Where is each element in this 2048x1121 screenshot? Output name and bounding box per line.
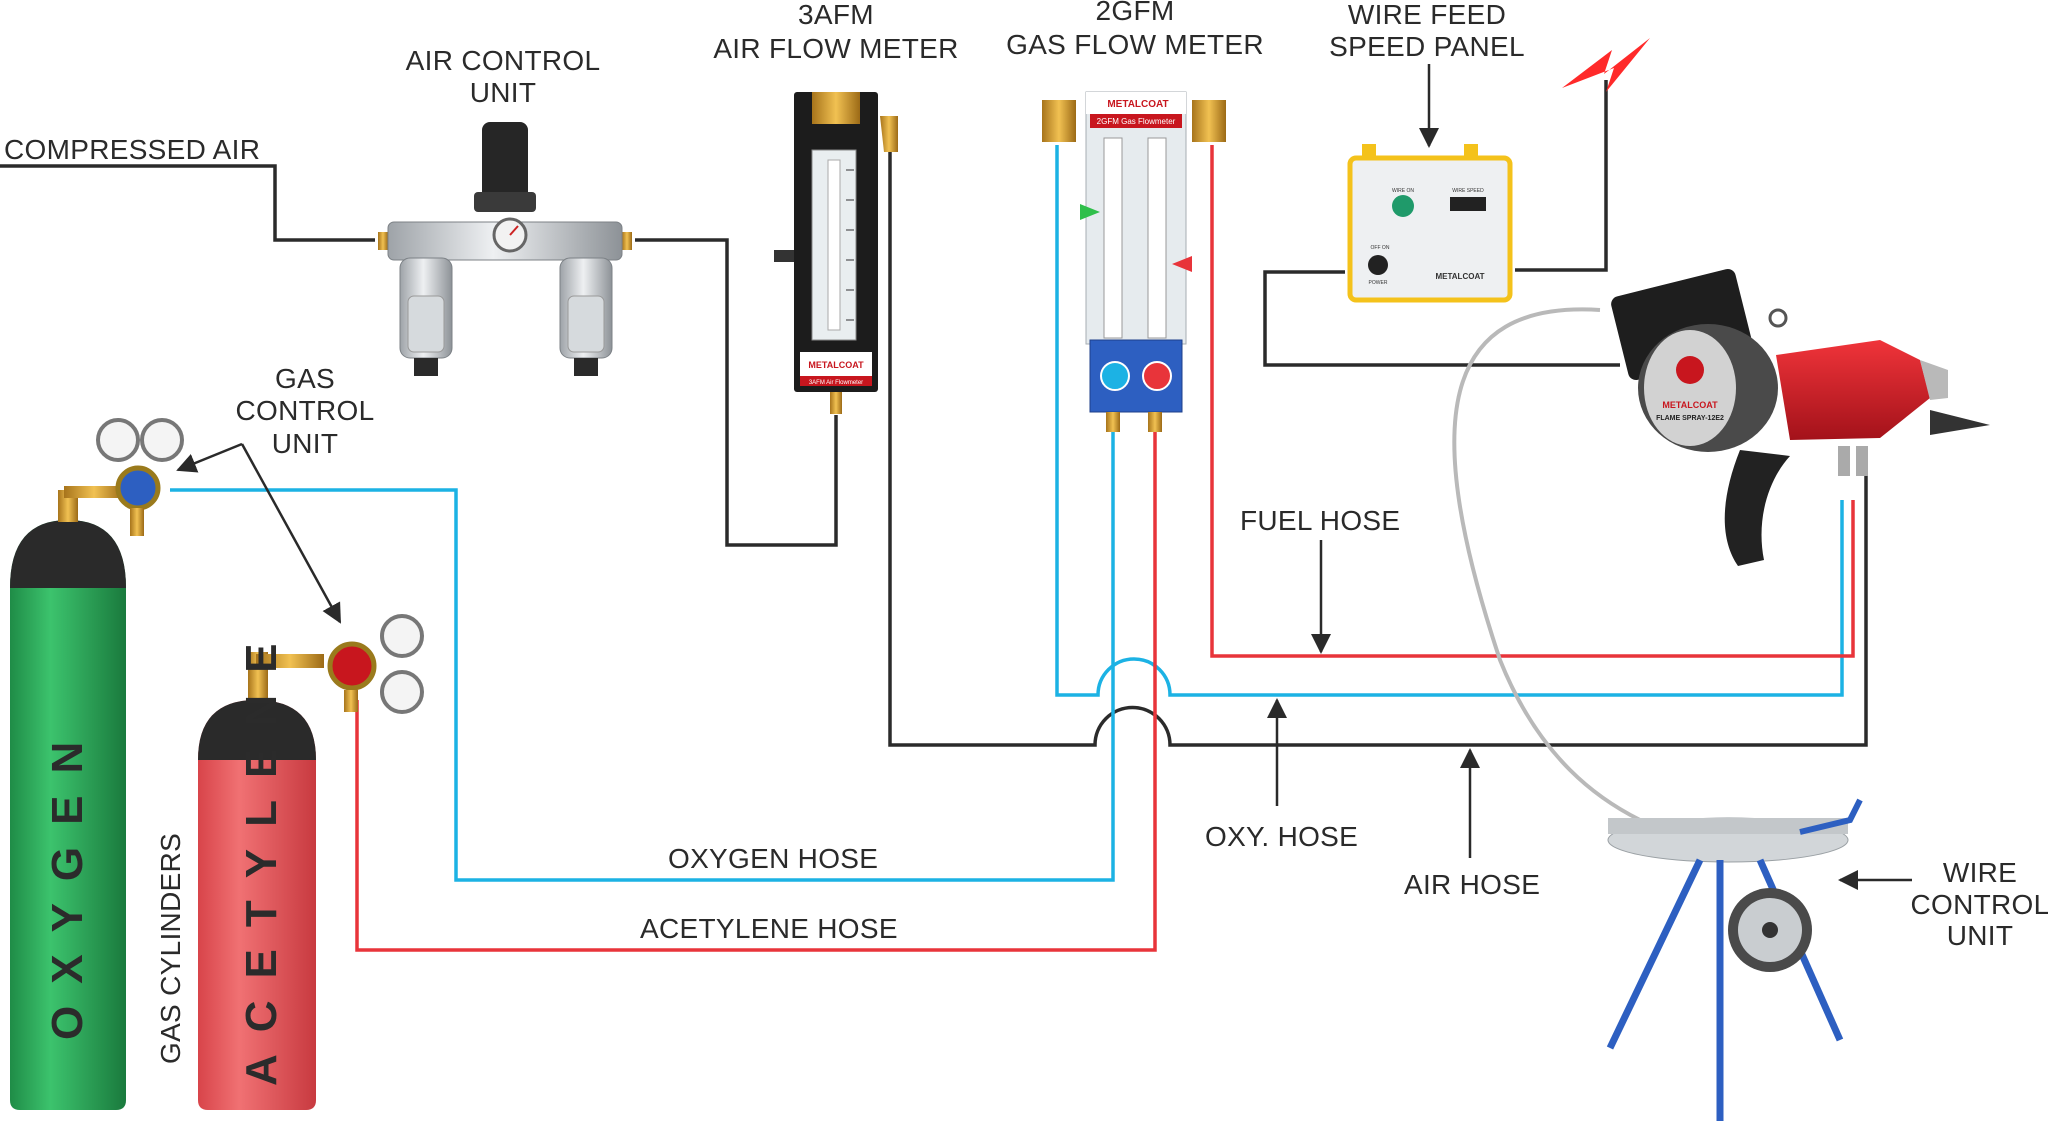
panel-wire-speed-text: WIRE SPEED [1452,188,1484,194]
air-flow-meter: METALCOAT 3AFM Air Flowmeter [774,92,898,414]
oxy-hose-label: OXY. HOSE [1205,821,1358,852]
panel-wire-on-text: WIRE ON [1392,188,1414,194]
wire-line [1452,307,1641,822]
oxygen-cylinder-label: OXYGEN [43,720,92,1040]
air-hose-line [888,135,1868,747]
panel-off-on-text: OFF ON [1371,245,1390,251]
afm-plate-text: 3AFM Air Flowmeter [809,380,863,386]
air-control-unit-label-line1: AIR CONTROL [406,45,601,76]
air-control-unit [378,122,632,376]
callout-arrows [176,64,1912,890]
wire-control-unit-label-line2: CONTROL [1911,889,2048,920]
panel-power-text: POWER [1369,280,1388,286]
wire-feed-power-line [1263,270,1620,367]
afm-label-line1: 3AFM [798,0,874,30]
afm-brand-text: METALCOAT [808,360,864,370]
hoses [0,80,1868,952]
gfm-plate-text: 2GFM Gas Flowmeter [1097,117,1176,126]
air-line-acu-to-afm [635,238,838,547]
compressed-air-label: COMPRESSED AIR [4,134,260,165]
gfm-label-line1: 2GFM [1096,0,1175,26]
wire-feed-supply-line [1515,80,1608,272]
compressed-air-line [0,164,375,242]
air-hose-label: AIR HOSE [1404,869,1540,900]
gun-model-text: FLAME SPRAY-12E2 [1656,415,1724,422]
acetylene-cylinder: ACETYLENE [198,622,324,1110]
gas-control-unit-label-line2: CONTROL [236,395,375,426]
flame-spray-gun: METALCOAT FLAME SPRAY-12E2 [1611,269,1990,566]
gas-flow-meter: METALCOAT 2GFM Gas Flowmeter [1042,91,1226,432]
wire-control-unit-label-line1: WIRE [1943,857,2017,888]
acetylene-cylinder-label: ACETYLENE [237,622,286,1086]
gun-brand-text: METALCOAT [1662,400,1718,410]
gfm-brand-text: METALCOAT [1107,99,1168,110]
wire-control-unit [1606,798,1863,1121]
panel-brand-text: METALCOAT [1435,272,1484,281]
oxygen-cylinder: OXYGEN [10,486,126,1110]
wire-feed-label-line2: SPEED PANEL [1329,31,1525,62]
gas-cylinders-label: GAS CYLINDERS [155,833,186,1064]
acetylene-regulator [327,614,424,714]
acetylene-hose-line [355,430,1157,952]
gas-control-unit-label-line1: GAS [275,363,335,394]
oxygen-hose-line [170,430,1115,882]
oxygen-regulator [96,418,184,536]
fuel-hose-line [1210,145,1855,658]
electric-supply-lightning-icon [1562,38,1650,92]
afm-label-line2: AIR FLOW METER [713,33,958,64]
labels: COMPRESSED AIR AIR CONTROL UNIT 3AFM AIR… [4,0,2048,1064]
oxygen-hose-label: OXYGEN HOSE [668,843,878,874]
air-control-unit-label-line2: UNIT [470,77,537,108]
wire-control-unit-label-line3: UNIT [1947,920,2014,951]
gfm-label-line2: GAS FLOW METER [1006,29,1264,60]
acetylene-hose-label: ACETYLENE HOSE [640,913,898,944]
fuel-hose-label: FUEL HOSE [1240,505,1400,536]
wire-feed-label-line1: WIRE FEED [1348,0,1506,30]
wire-feed-speed-panel: WIRE ON WIRE SPEED OFF ON POWER METALCOA… [1347,144,1513,303]
oxy-hose-line [1055,145,1844,697]
gas-control-unit-label-line3: UNIT [272,428,339,459]
